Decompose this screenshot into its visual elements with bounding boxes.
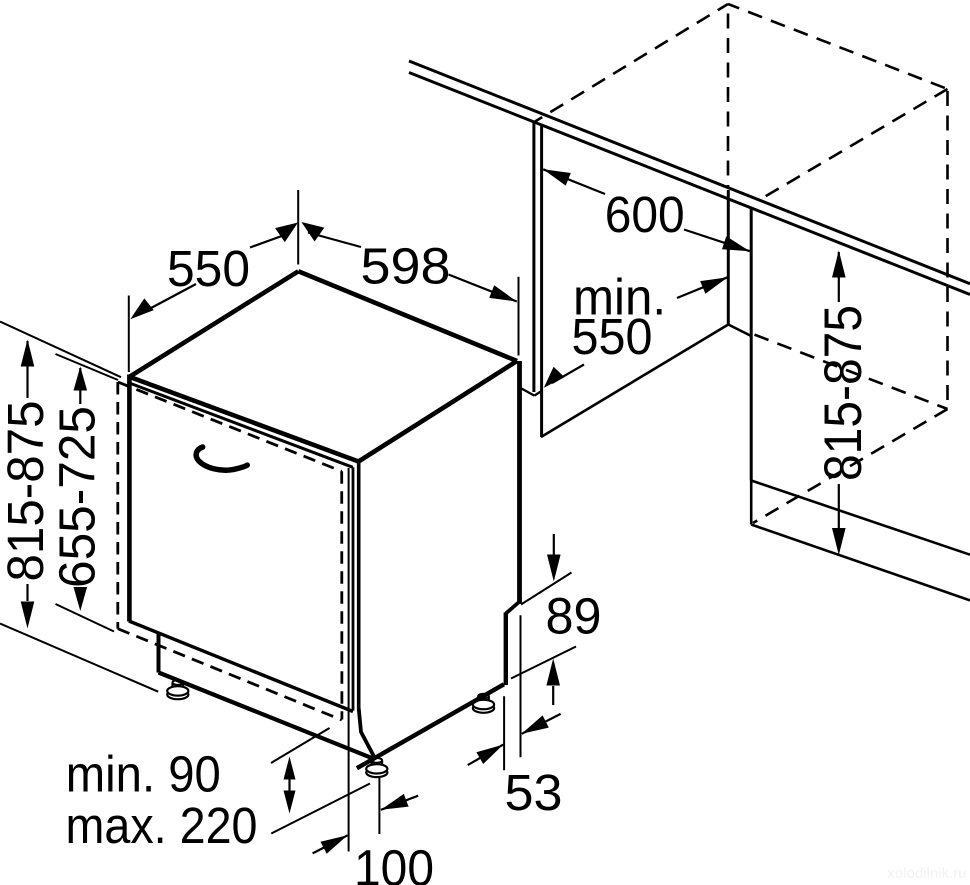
svg-text:89: 89 [546,588,602,645]
svg-text:100: 100 [354,840,434,885]
svg-text:600: 600 [605,186,685,243]
svg-text:815-875: 815-875 [814,305,873,481]
svg-text:655-725: 655-725 [49,406,106,588]
svg-text:815-875: 815-875 [0,401,54,582]
svg-text:min.: min. [573,269,666,326]
svg-text:max. 220: max. 220 [66,797,258,854]
svg-text:598: 598 [361,238,451,295]
svg-text:53: 53 [505,764,563,821]
svg-text:550: 550 [167,240,250,297]
svg-text:min. 90: min. 90 [66,745,221,802]
svg-text:550: 550 [572,308,653,365]
svg-text:xolodilnik.ru: xolodilnik.ru [887,865,966,882]
